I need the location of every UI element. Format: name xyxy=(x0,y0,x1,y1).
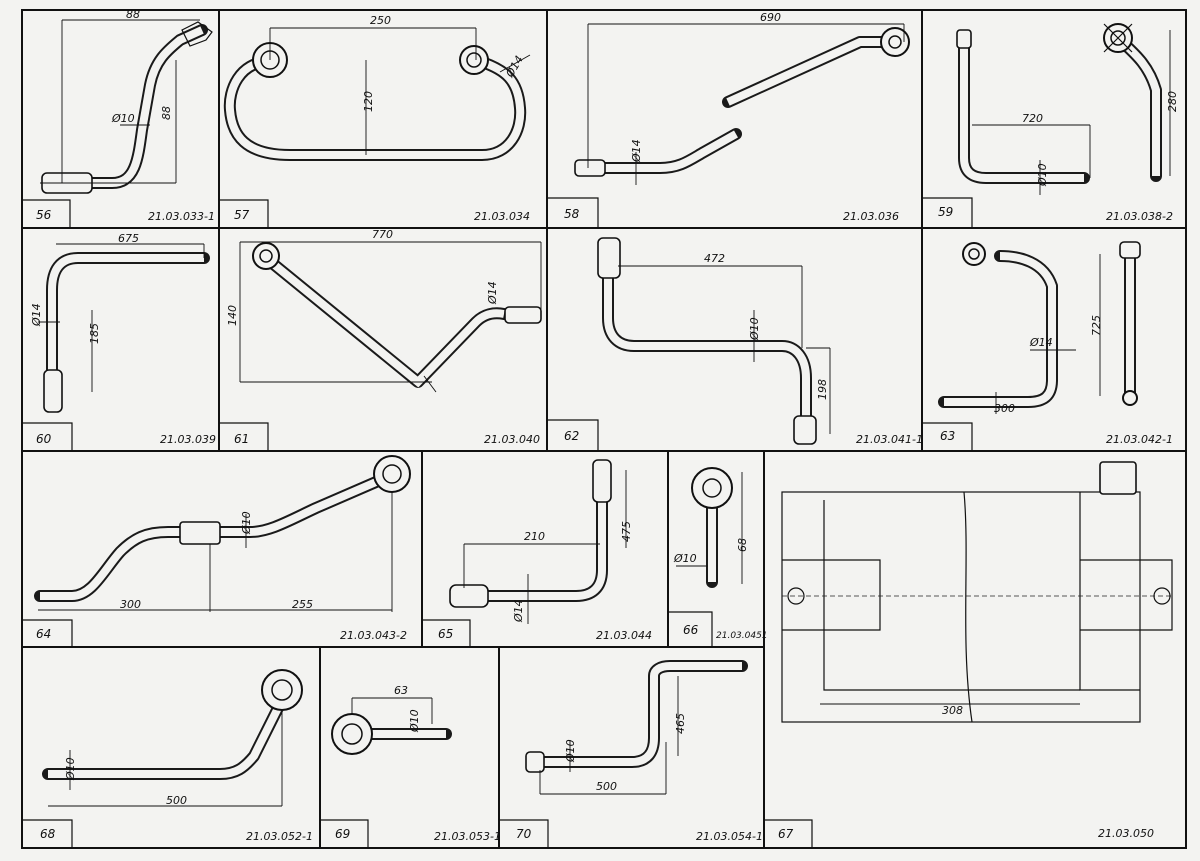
cell-69-code: 21.03.053-1 xyxy=(434,830,501,843)
cell-62-code: 21.03.041-1 xyxy=(856,433,923,446)
part-57-dim-height: 120 xyxy=(362,91,375,112)
part-66-drawing: 68 Ø10 xyxy=(673,467,749,588)
cell-70-frame xyxy=(498,646,765,849)
part-64-drawing: Ø10 300 255 xyxy=(34,455,411,612)
cell-64-number: 64 xyxy=(36,627,51,641)
part-65-dim-height: 475 xyxy=(620,521,633,542)
cell-57-number: 57 xyxy=(234,208,250,222)
cell-60-number: 60 xyxy=(36,432,52,446)
part-59-dim-height: 280 xyxy=(1166,91,1179,112)
part-58-dim-width: 690 xyxy=(760,11,781,24)
part-67-drawing: 308 xyxy=(781,461,1173,723)
part-62-dim-diameter: Ø10 xyxy=(748,317,761,341)
part-59-drawing: 720 Ø10 280 xyxy=(956,23,1179,195)
cell-59-code: 21.03.038-2 xyxy=(1106,210,1173,223)
part-62-dim-height: 198 xyxy=(816,379,829,400)
part-69-drawing: 63 Ø10 xyxy=(331,684,452,755)
cell-70-number: 70 xyxy=(516,827,532,841)
part-64-dim-diameter: Ø10 xyxy=(240,511,253,535)
cell-59-number: 59 xyxy=(938,205,953,219)
part-62-drawing: 472 Ø10 198 xyxy=(597,237,831,445)
part-60-drawing: 675 Ø14 185 xyxy=(30,232,210,413)
cell-57-code: 21.03.034 xyxy=(474,210,530,223)
cell-65-code: 21.03.044 xyxy=(596,629,652,642)
cell-64-frame xyxy=(21,450,423,648)
part-63-dim-diameter: Ø14 xyxy=(1029,336,1053,349)
part-56-dim-width: 88 xyxy=(126,8,140,21)
part-67-dim-width: 308 xyxy=(942,704,963,717)
cell-labels: 56 21.03.033-1 57 21.03.034 58 21.03.036… xyxy=(36,205,1173,843)
part-62-dim-width: 472 xyxy=(704,252,725,265)
cell-66-code: 21.03.0451 xyxy=(716,631,768,641)
part-70-drawing: Ø10 465 500 xyxy=(525,660,748,795)
cell-66-number: 66 xyxy=(683,623,699,637)
cell-64-code: 21.03.043-2 xyxy=(340,629,407,642)
cell-58-code: 21.03.036 xyxy=(843,210,899,223)
part-59-dim-width: 720 xyxy=(1022,112,1043,125)
cell-grid xyxy=(21,9,1187,849)
cell-68-number: 68 xyxy=(40,827,56,841)
cell-67-frame xyxy=(763,450,1187,849)
cell-69-number: 69 xyxy=(335,827,350,841)
cell-67-code: 21.03.050 xyxy=(1098,827,1154,840)
part-63-dim-height: 725 xyxy=(1090,315,1103,336)
part-60-dim-height: 185 xyxy=(88,323,101,344)
part-56-drawing: 88 88 Ø10 xyxy=(40,8,213,194)
part-66-dim-height: 68 xyxy=(736,538,749,552)
part-68-dim-width: 500 xyxy=(166,794,187,807)
part-56-dim-height: 88 xyxy=(160,106,173,120)
cell-61-number: 61 xyxy=(234,432,249,446)
part-65-drawing: 210 475 Ø14 xyxy=(449,459,633,624)
cell-63-code: 21.03.042-1 xyxy=(1106,433,1173,446)
cell-56-code: 21.03.033-1 xyxy=(148,210,215,223)
part-59-dim-diameter: Ø10 xyxy=(1036,163,1049,187)
part-68-drawing: Ø10 500 xyxy=(42,669,303,807)
part-70-dim-height: 465 xyxy=(674,713,687,734)
part-63-drawing: 725 Ø14 300 xyxy=(938,241,1141,415)
part-61-dim-diameter: Ø14 xyxy=(486,281,499,305)
cell-56-number: 56 xyxy=(36,208,52,222)
part-61-drawing: 770 140 Ø14 xyxy=(226,228,542,393)
cell-62-number: 62 xyxy=(564,429,579,443)
part-66-dim-diameter: Ø10 xyxy=(673,552,697,565)
part-69-dim-width: 63 xyxy=(394,684,408,697)
cell-65-number: 65 xyxy=(438,627,453,641)
part-70-dim-width: 500 xyxy=(596,780,617,793)
part-57-dim-width: 250 xyxy=(370,14,391,27)
part-65-dim-width: 210 xyxy=(524,530,545,543)
part-56-dim-diameter: Ø10 xyxy=(111,112,135,125)
cell-68-code: 21.03.052-1 xyxy=(246,830,313,843)
part-57-drawing: 250 120 Ø14 xyxy=(223,14,531,161)
cell-63-number: 63 xyxy=(940,429,955,443)
cell-67-number: 67 xyxy=(778,827,794,841)
part-65-dim-diameter: Ø14 xyxy=(512,599,525,623)
part-58-dim-diameter: Ø14 xyxy=(630,139,643,163)
cell-70-code: 21.03.054-1 xyxy=(696,830,763,843)
part-69-dim-diameter: Ø10 xyxy=(408,709,421,733)
cell-65-frame xyxy=(421,450,669,648)
part-70-dim-diameter: Ø10 xyxy=(564,739,577,763)
part-58-drawing: 690 Ø14 xyxy=(574,11,910,185)
part-63-dim-offset: 300 xyxy=(994,402,1015,415)
part-68-dim-diameter: Ø10 xyxy=(64,757,77,781)
part-60-dim-diameter: Ø14 xyxy=(30,303,43,327)
cell-58-number: 58 xyxy=(564,207,580,221)
cell-60-code: 21.03.039 xyxy=(160,433,216,446)
part-61-dim-width: 770 xyxy=(372,228,393,241)
part-60-dim-width: 675 xyxy=(118,232,139,245)
part-64-dim-left: 300 xyxy=(120,598,141,611)
part-64-dim-right: 255 xyxy=(292,598,313,611)
part-61-dim-height: 140 xyxy=(226,305,239,326)
cell-61-code: 21.03.040 xyxy=(484,433,540,446)
